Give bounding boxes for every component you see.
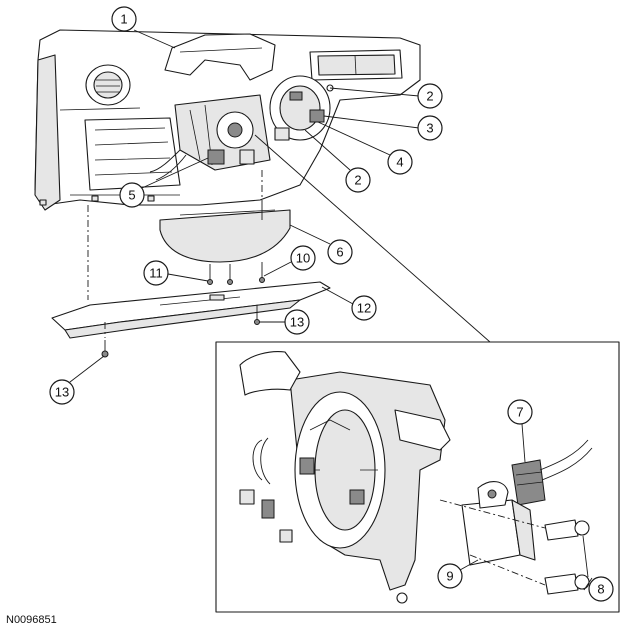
callout-9 (437, 563, 463, 589)
callout-4-label: 4 (396, 155, 403, 170)
callout-13-left-label: 13 (55, 385, 69, 400)
callout-13-right-label: 13 (290, 315, 304, 330)
clockspring-assembly-top (269, 75, 334, 141)
callout-8 (588, 576, 614, 602)
callout-13-left (49, 379, 75, 405)
detail-inset (215, 134, 620, 613)
callout-7-label: 7 (516, 405, 523, 420)
callout-10-label: 10 (296, 251, 310, 266)
callout-11 (143, 260, 169, 286)
steering-column-shroud-lower (159, 205, 291, 263)
figure-id: N0096851 (6, 614, 57, 626)
callout-6-label: 6 (336, 245, 343, 260)
callout-12-label: 12 (357, 301, 371, 316)
clockspring-screws (439, 499, 590, 595)
callout-11-label: 11 (149, 266, 163, 281)
callout-8-label: 8 (597, 582, 604, 597)
callout-6 (327, 239, 353, 265)
clockspring-module (461, 481, 536, 566)
callout-13-right (284, 309, 310, 335)
callout-7 (507, 399, 533, 425)
callout-12 (351, 295, 377, 321)
steering-column (149, 94, 271, 181)
screws-10-11 (207, 262, 265, 285)
callout-10 (290, 245, 316, 271)
callout-1 (111, 6, 137, 32)
callout-3-label: 3 (426, 121, 433, 136)
alignment-lines (87, 170, 263, 338)
callout-2-upper-label: 2 (426, 89, 433, 104)
callout-2-lower-label: 2 (354, 173, 361, 188)
electrical-connector (511, 439, 593, 506)
callout-2-lower (345, 167, 371, 193)
callout-1-label: 1 (120, 12, 127, 27)
steering-column-shroud-upper (164, 33, 276, 81)
callout-3 (417, 115, 443, 141)
callout-9-label: 9 (446, 569, 453, 584)
callout-5 (119, 182, 145, 208)
callout-5-label: 5 (128, 188, 135, 203)
callout-4 (387, 149, 413, 175)
inset-wiring-left (239, 437, 293, 543)
lower-trim-panel (51, 281, 331, 339)
inset-column-housing (239, 351, 451, 604)
callout-2-upper (417, 83, 443, 109)
callouts: 1 2 3 4 2 5 6 10 11 (49, 6, 614, 602)
